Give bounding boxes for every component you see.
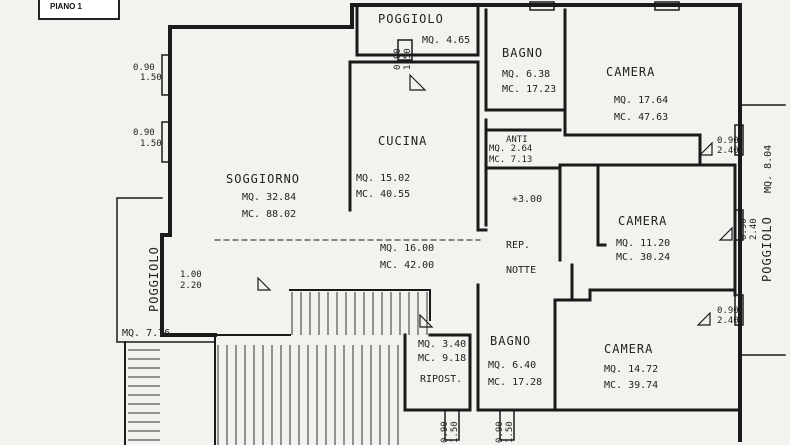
room-mq-disimpegno: MQ. 16.00 [380, 243, 434, 254]
room-mc-soggiorno: MC. 88.02 [242, 209, 296, 220]
poggiolo-left-outline [116, 197, 216, 343]
room-name-poggiolo-left: POGGIOLO [147, 246, 161, 312]
room-name-rep-1: REP. [506, 240, 530, 251]
room-name-bagno-2: BAGNO [490, 334, 531, 348]
left-wall [160, 25, 217, 337]
window-left-2 [161, 121, 171, 163]
door-poggiolo-top [409, 73, 427, 91]
room-name-anti: ANTI [506, 135, 528, 145]
opening-left-1-h: 1.50 [140, 73, 162, 83]
lower-walls [476, 263, 592, 412]
opening-labels: 0.90 1.50 0.90 1.50 1.00 2.20 0.90 1.50 … [133, 48, 759, 443]
window-right-1 [734, 124, 744, 156]
room-mq-cucina: MQ. 15.02 [356, 173, 410, 184]
opening-left-2-w: 0.90 [133, 128, 155, 138]
opening-camera2-h: 2.40 [749, 218, 759, 240]
room-mc-disimpegno: MC. 42.00 [380, 260, 434, 271]
room-mq-poggiolo-left: MQ. 7.76 [122, 328, 170, 339]
opening-camera1-h: 2.40 [717, 146, 739, 156]
room-name-cucina: CUCINA [378, 134, 427, 148]
opening-bottom-1-h: 1.50 [450, 421, 460, 443]
level-mark: +3.00 [512, 194, 542, 205]
opening-bottom-2-w: 0.90 [495, 421, 505, 443]
door-camera3 [696, 311, 711, 326]
room-mq-camera-3: MQ. 14.72 [604, 364, 658, 375]
door-camera2 [718, 226, 733, 241]
camera2-walls [558, 163, 737, 297]
room-mc-anti: MC. 7.13 [489, 155, 532, 165]
opening-poggiolo-top-h: 1.50 [403, 48, 413, 70]
window-bottom-1 [444, 409, 460, 441]
lower-left-walls [214, 289, 431, 336]
walls [116, 3, 786, 445]
window-bottom-2 [499, 409, 515, 441]
opening-camera2-w: 0.90 [739, 218, 749, 240]
room-name-camera-2: CAMERA [618, 214, 667, 228]
room-name-soggiorno: SOGGIORNO [226, 172, 300, 186]
bagno1-walls [484, 8, 567, 137]
room-mq-soggiorno: MQ. 32.84 [242, 192, 296, 203]
opening-camera3-h: 2.40 [717, 316, 739, 326]
room-mc-bagno-2: MC. 17.28 [488, 377, 542, 388]
window-marks [161, 1, 744, 441]
room-mq-bagno-1: MQ. 6.38 [502, 69, 550, 80]
room-name-rep-2: NOTTE [506, 265, 536, 276]
window-bagno1 [529, 1, 555, 11]
room-name-ripost: RIPOST. [420, 374, 462, 385]
opening-poggiolo-door-w: 1.00 [180, 270, 202, 280]
room-mq-camera-1: MQ. 17.64 [614, 95, 668, 106]
room-mq-camera-2: MQ. 11.20 [616, 238, 670, 249]
opening-left-1-w: 0.90 [133, 63, 155, 73]
window-camera1 [654, 1, 680, 11]
window-left-1 [161, 54, 171, 96]
stair-outline [124, 334, 216, 445]
cucina-walls [348, 60, 480, 232]
room-mc-camera-2: MC. 30.24 [616, 252, 670, 263]
opening-camera1-w: 0.90 [717, 136, 739, 146]
room-mc-camera-1: MC. 47.63 [614, 112, 668, 123]
room-mq-ripost: MQ. 3.40 [418, 339, 466, 350]
opening-bottom-2-h: 1.50 [505, 421, 515, 443]
room-name-bagno-1: BAGNO [502, 46, 543, 60]
door-camera1 [698, 141, 713, 156]
door-triangles [257, 73, 733, 328]
room-name-poggiolo-right: POGGIOLO [760, 216, 774, 282]
camera1-walls [563, 133, 702, 167]
room-mc-camera-3: MC. 39.74 [604, 380, 658, 391]
room-mc-bagno-1: MC. 17.23 [502, 84, 556, 95]
room-mc-ripost: MC. 9.18 [418, 353, 466, 364]
sheet-label: PIANO 1 [38, 0, 120, 20]
window-top-poggiolo [397, 39, 413, 61]
room-mq-poggiolo-top: MQ. 4.65 [422, 35, 470, 46]
poggiolo-top-walls [355, 3, 480, 57]
outer-wall [168, 3, 742, 442]
door-ripost [419, 313, 434, 328]
ripost-walls [403, 333, 472, 412]
opening-poggiolo-top-w: 0.90 [393, 48, 403, 70]
room-mq-bagno-2: MQ. 6.40 [488, 360, 536, 371]
room-name-poggiolo-top: POGGIOLO [378, 12, 444, 26]
opening-poggiolo-door-h: 2.20 [180, 281, 202, 291]
opening-camera3-w: 0.90 [717, 306, 739, 316]
room-name-camera-3: CAMERA [604, 342, 653, 356]
stair-treads [128, 292, 428, 445]
hall-walls [476, 166, 562, 262]
opening-left-2-h: 1.50 [140, 139, 162, 149]
window-right-2 [734, 209, 744, 241]
room-name-camera-1: CAMERA [606, 65, 655, 79]
poggiolo-right-outline [739, 104, 786, 356]
door-poggiolo-left [257, 276, 272, 291]
window-right-3 [734, 294, 744, 326]
room-mq-poggiolo-right: MQ. 8.04 [763, 145, 774, 193]
opening-bottom-1-w: 0.90 [440, 421, 450, 443]
room-mc-cucina: MC. 40.55 [356, 189, 410, 200]
room-labels: POGGIOLO MQ. 4.65 BAGNO MQ. 6.38 MC. 17.… [122, 12, 774, 391]
room-mq-anti: MQ. 2.64 [489, 144, 532, 154]
